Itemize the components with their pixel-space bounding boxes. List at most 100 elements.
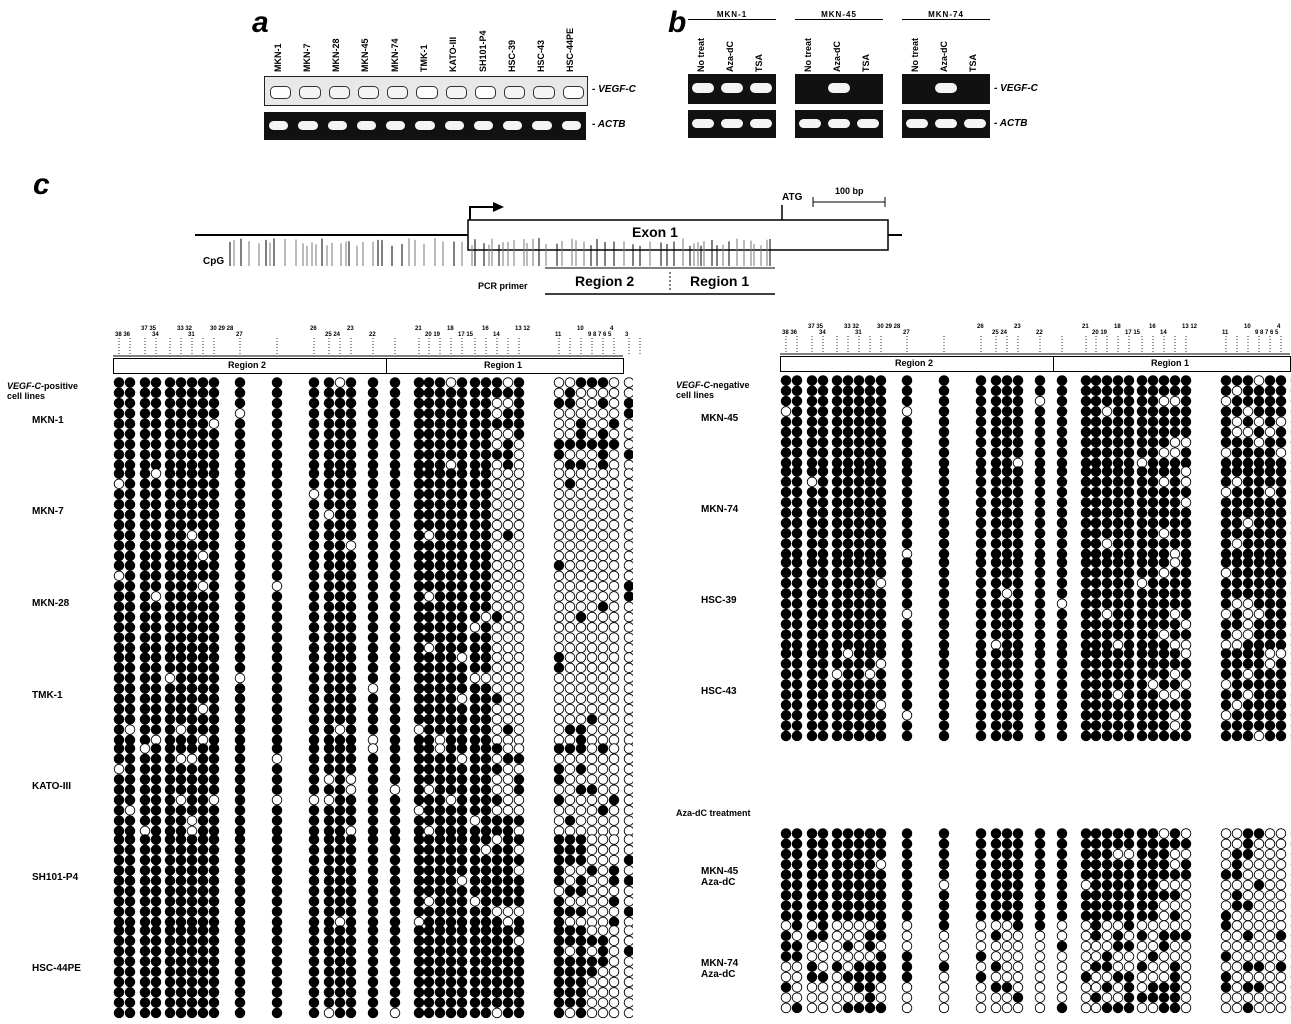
methylated-cpg bbox=[1034, 517, 1046, 529]
methylated-cpg bbox=[1123, 416, 1135, 427]
methylated-cpg bbox=[334, 966, 346, 977]
methylated-cpg bbox=[791, 528, 803, 539]
unmethylated-cpg bbox=[513, 672, 525, 684]
unmethylated-cpg bbox=[597, 519, 609, 531]
methylated-cpg bbox=[1090, 395, 1102, 407]
methylated-cpg bbox=[597, 377, 609, 388]
methylated-cpg bbox=[1001, 890, 1013, 901]
methylated-cpg bbox=[1090, 710, 1102, 721]
methylated-cpg bbox=[842, 406, 854, 417]
methylated-cpg bbox=[1253, 577, 1265, 589]
methylated-cpg bbox=[434, 805, 446, 816]
methylated-cpg bbox=[308, 885, 320, 897]
methylated-cpg bbox=[1231, 528, 1243, 539]
methylated-cpg bbox=[853, 879, 865, 891]
methylated-cpg bbox=[469, 834, 481, 845]
methylated-cpg bbox=[938, 567, 950, 579]
methylated-cpg bbox=[1242, 720, 1254, 731]
methylated-cpg bbox=[1264, 497, 1276, 508]
methylated-cpg bbox=[1136, 437, 1148, 448]
unmethylated-cpg bbox=[564, 693, 576, 704]
methylated-cpg bbox=[469, 997, 481, 1008]
methylated-cpg bbox=[308, 397, 320, 409]
methylated-cpg bbox=[1231, 689, 1243, 700]
unmethylated-cpg bbox=[1158, 920, 1170, 931]
band-actb bbox=[799, 119, 821, 128]
methylated-cpg bbox=[842, 466, 854, 477]
methylated-cpg bbox=[423, 794, 435, 806]
region2-bar-label: Region 2 bbox=[895, 358, 934, 368]
methylated-cpg bbox=[175, 439, 187, 450]
methylated-cpg bbox=[842, 658, 854, 670]
methylated-cpg bbox=[164, 580, 176, 592]
unmethylated-cpg bbox=[597, 560, 609, 571]
methylated-cpg bbox=[234, 714, 246, 725]
unmethylated-cpg bbox=[513, 714, 525, 725]
methylated-cpg bbox=[853, 848, 865, 860]
methylated-cpg bbox=[345, 428, 357, 440]
methylated-cpg bbox=[575, 724, 587, 735]
methylated-cpg bbox=[1034, 406, 1046, 417]
methylated-cpg bbox=[608, 439, 620, 450]
unmethylated-cpg bbox=[586, 875, 598, 886]
methylated-cpg bbox=[1158, 648, 1170, 659]
methylated-cpg bbox=[791, 828, 803, 839]
methylated-cpg bbox=[208, 540, 220, 551]
methylated-cpg bbox=[113, 774, 125, 785]
methylated-cpg bbox=[323, 997, 335, 1008]
methylated-cpg bbox=[502, 530, 514, 541]
unmethylated-cpg bbox=[575, 530, 587, 541]
methylated-cpg bbox=[817, 466, 829, 477]
unmethylated-cpg bbox=[1220, 879, 1232, 891]
unmethylated-cpg bbox=[423, 530, 435, 541]
methylated-cpg bbox=[124, 987, 136, 998]
methylated-cpg bbox=[150, 560, 162, 571]
methylated-cpg bbox=[1101, 828, 1113, 839]
unmethylated-cpg bbox=[564, 794, 576, 806]
methylated-cpg bbox=[875, 930, 887, 942]
methylated-cpg bbox=[1242, 416, 1254, 427]
methylated-cpg bbox=[806, 890, 818, 901]
methylated-cpg bbox=[1253, 497, 1265, 508]
methylated-cpg bbox=[780, 437, 792, 448]
methylated-cpg bbox=[139, 540, 151, 551]
methylated-cpg bbox=[389, 925, 401, 936]
methylated-cpg bbox=[456, 885, 468, 897]
methylated-cpg bbox=[780, 486, 792, 498]
lane-label-a: MKN-45 bbox=[360, 38, 371, 72]
methylated-cpg bbox=[234, 763, 246, 775]
methylated-cpg bbox=[1169, 497, 1181, 508]
methylated-cpg bbox=[423, 428, 435, 440]
methylated-cpg bbox=[150, 478, 162, 490]
methylated-cpg bbox=[842, 598, 854, 609]
methylated-cpg bbox=[901, 538, 913, 549]
methylated-cpg bbox=[456, 896, 468, 907]
methylated-cpg bbox=[124, 377, 136, 388]
methylated-cpg bbox=[434, 753, 446, 765]
methylated-cpg bbox=[975, 538, 987, 549]
methylated-cpg bbox=[864, 557, 876, 568]
methylated-cpg bbox=[389, 591, 401, 602]
methylated-cpg bbox=[1001, 447, 1013, 458]
methylated-cpg bbox=[175, 925, 187, 936]
methylated-cpg bbox=[164, 865, 176, 876]
methylated-cpg bbox=[345, 935, 357, 947]
unmethylated-cpg bbox=[608, 763, 620, 775]
methylation-block bbox=[780, 466, 1291, 560]
methylated-cpg bbox=[124, 956, 136, 967]
methylated-cpg bbox=[806, 588, 818, 599]
unmethylated-cpg bbox=[1253, 375, 1265, 386]
methylated-cpg bbox=[413, 763, 425, 775]
methylated-cpg bbox=[1001, 466, 1013, 477]
methylated-cpg bbox=[901, 730, 913, 742]
methylated-cpg bbox=[175, 774, 187, 785]
methylated-cpg bbox=[975, 971, 987, 983]
methylated-cpg bbox=[367, 805, 379, 816]
methylated-cpg bbox=[1169, 598, 1181, 609]
unmethylated-cpg bbox=[1001, 588, 1013, 599]
methylated-cpg bbox=[1220, 971, 1232, 983]
methylated-cpg bbox=[1080, 720, 1092, 731]
methylated-cpg bbox=[413, 632, 425, 643]
methylated-cpg bbox=[1231, 437, 1243, 448]
methylated-cpg bbox=[367, 724, 379, 735]
